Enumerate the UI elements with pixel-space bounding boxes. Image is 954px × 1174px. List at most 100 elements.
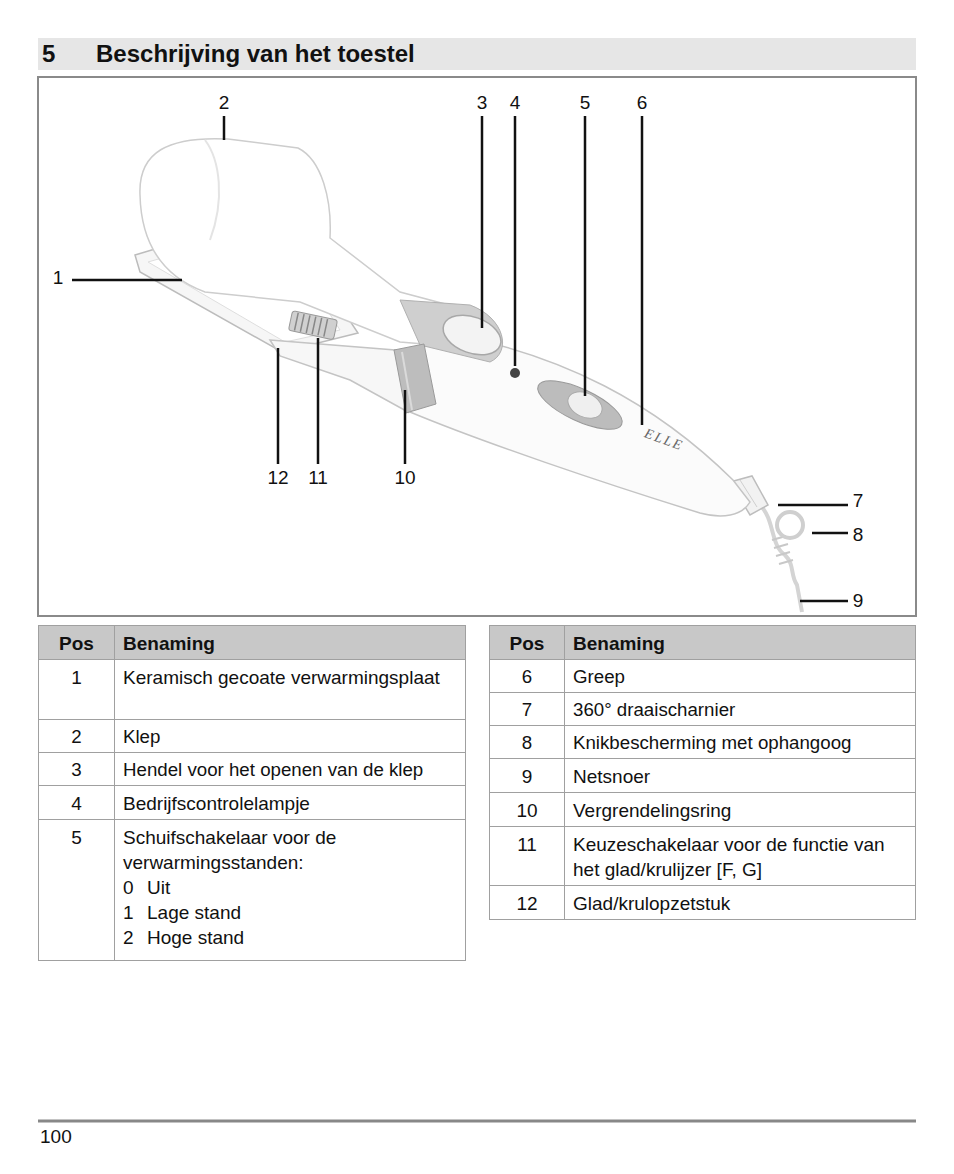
- table-cell: Keramisch gecoate verwarmingsplaat: [114, 659, 466, 720]
- table-cell: Glad/krulopzetstuk: [564, 885, 916, 920]
- drawing-part: [438, 308, 507, 362]
- part-name: Knikbescherming met ophangoog: [573, 731, 912, 755]
- setting-number: 0: [123, 875, 147, 900]
- drawing-part: [514, 116, 517, 366]
- table-cell: Hendel voor het openen van de klep: [114, 752, 466, 786]
- position-number: 12: [516, 893, 537, 914]
- callout-number: 8: [853, 524, 864, 546]
- callout-number: 6: [637, 92, 648, 114]
- page-number: 100: [40, 1126, 72, 1148]
- drawing-part: [532, 371, 629, 439]
- setting-name: Uit: [147, 875, 170, 900]
- setting-number: 1: [123, 900, 147, 925]
- part-name: Netsnoer: [573, 764, 912, 789]
- table-cell: 10: [489, 792, 565, 827]
- part-name: Hendel voor het openen van de klep: [123, 758, 462, 782]
- position-number: 2: [71, 726, 81, 747]
- drawing-part: [270, 340, 408, 412]
- table-cell: 8: [489, 725, 565, 759]
- column-header: Pos: [510, 633, 545, 654]
- figure-frame: [38, 77, 916, 616]
- position-number: 4: [71, 793, 82, 814]
- position-number: 7: [522, 699, 532, 720]
- table-cell: 1: [38, 659, 115, 720]
- drawing-part: [277, 348, 280, 464]
- table-cell: 7: [489, 692, 565, 726]
- drawing-part: [772, 536, 793, 564]
- drawing-part: [205, 140, 219, 240]
- table-cell: Keuzeschakelaar voor de functie van het …: [564, 826, 916, 886]
- table-header-cell: Pos: [38, 625, 115, 660]
- part-name: 360° draaischarnier: [573, 698, 912, 722]
- table-cell: 3: [38, 752, 115, 786]
- leader-lines: [72, 116, 848, 601]
- table-cell: 9: [489, 758, 565, 793]
- drawing-part: [760, 505, 802, 612]
- part-name: Keuzeschakelaar voor de functie van het …: [573, 832, 912, 882]
- position-number: 9: [522, 766, 533, 787]
- drawing-part: [402, 352, 412, 410]
- table-cell: 6: [489, 659, 565, 693]
- drawing-part: [777, 512, 803, 538]
- table-cell: 360° draaischarnier: [564, 692, 916, 726]
- table-cell: Netsnoer: [564, 758, 916, 793]
- drawing-part: [317, 338, 320, 464]
- table-header-cell: Benaming: [114, 625, 466, 660]
- table-cell: Vergrendelingsring: [564, 792, 916, 827]
- callout-number: 10: [394, 467, 415, 489]
- drawing-part: [510, 368, 520, 378]
- column-header: Benaming: [573, 631, 912, 656]
- position-number: 1: [71, 667, 82, 688]
- table-cell: Greep: [564, 659, 916, 693]
- part-name: Schuifschakelaar voor de verwarmingsstan…: [123, 825, 462, 875]
- drawing-part: [641, 116, 644, 425]
- table-cell: Knikbescherming met ophangoog: [564, 725, 916, 759]
- table-cell: 4: [38, 785, 115, 820]
- callout-number: 12: [267, 467, 288, 489]
- part-name: Bedrijfscontrolelampje: [123, 791, 462, 816]
- table-cell: 5: [38, 819, 115, 961]
- callout-number: 7: [853, 490, 864, 512]
- callout-number: 11: [308, 467, 328, 489]
- position-number: 8: [522, 732, 532, 753]
- drawing-part: [288, 311, 337, 340]
- position-number: 3: [71, 759, 81, 780]
- callout-number: 2: [219, 92, 230, 114]
- drawing-part: [288, 311, 337, 340]
- drawing-part: [481, 116, 484, 328]
- setting-row: 2Hoge stand: [123, 925, 462, 950]
- setting-row: 1Lage stand: [123, 900, 462, 925]
- part-name: Keramisch gecoate verwarmingsplaat: [123, 665, 462, 690]
- drawing-part: [223, 116, 226, 140]
- part-name: Glad/krulopzetstuk: [573, 891, 912, 916]
- part-name: Vergrendelingsring: [573, 798, 912, 823]
- setting-name: Lage stand: [147, 900, 241, 925]
- drawing-part: [404, 390, 407, 464]
- drawing-part: [584, 116, 587, 396]
- table-cell: Bedrijfscontrolelampje: [114, 785, 466, 820]
- part-name: Greep: [573, 665, 912, 689]
- section-heading: Beschrijving van het toestel: [96, 39, 415, 69]
- setting-number: 2: [123, 925, 147, 950]
- position-number: 10: [516, 800, 537, 821]
- callout-number: 9: [853, 590, 864, 612]
- callout-number: 1: [53, 267, 64, 289]
- setting-row: 0Uit: [123, 875, 462, 900]
- footer-rule: [38, 1120, 916, 1123]
- table-header-cell: Benaming: [564, 625, 916, 660]
- callout-number: 5: [580, 92, 591, 114]
- drawing-part: [778, 504, 848, 507]
- heading-band: 5Beschrijving van het toestel: [38, 38, 916, 70]
- setting-name: Hoge stand: [147, 925, 244, 950]
- table-cell: 11: [489, 826, 565, 886]
- table-cell: 12: [489, 885, 565, 920]
- table-cell: 2: [38, 719, 115, 753]
- drawing-part: [72, 279, 182, 282]
- drawing-part: [395, 338, 750, 516]
- position-number: 5: [71, 827, 82, 848]
- table-header-cell: Pos: [489, 625, 565, 660]
- column-header: Pos: [59, 633, 94, 654]
- drawing-part: [294, 313, 327, 337]
- position-number: 6: [522, 666, 532, 687]
